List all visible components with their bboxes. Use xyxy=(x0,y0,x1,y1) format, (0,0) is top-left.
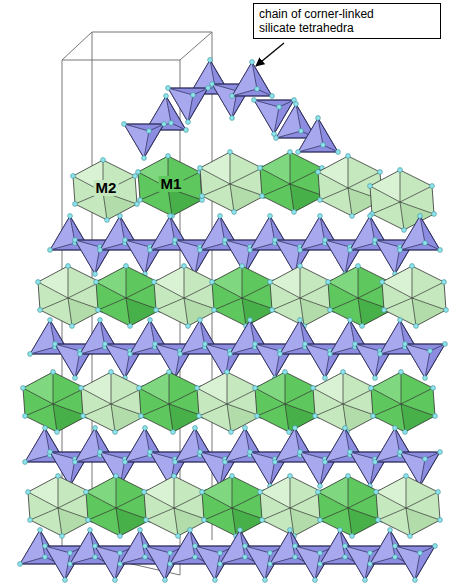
octahedron xyxy=(253,370,322,435)
octahedra-layer xyxy=(71,150,437,233)
silicate-tetrahedron xyxy=(403,342,448,381)
octahedron xyxy=(258,150,327,215)
silicate-tetrahedron xyxy=(398,214,443,253)
octahedron xyxy=(136,154,205,219)
tetrahedra-chain xyxy=(48,214,443,277)
octahedron xyxy=(316,474,385,539)
callout-text: chain of corner-linked silicate tetrahed… xyxy=(259,7,399,35)
octahedron xyxy=(374,474,443,539)
octahedron xyxy=(200,474,269,539)
site-label: M2 xyxy=(94,180,119,196)
octahedron xyxy=(142,474,211,539)
silicate-tetrahedron xyxy=(230,60,275,99)
octahedron xyxy=(71,158,140,223)
silicate-tetrahedron xyxy=(393,544,438,583)
octahedron xyxy=(26,474,95,539)
silicate-tetrahedron xyxy=(296,116,341,155)
tetrahedra-chain xyxy=(28,318,448,381)
octahedron xyxy=(368,168,437,233)
octahedra-layer xyxy=(21,370,438,435)
site-label: M1 xyxy=(159,176,184,192)
octahedron xyxy=(21,370,90,435)
octahedron xyxy=(79,370,148,435)
octahedron xyxy=(152,264,221,329)
octahedron xyxy=(369,370,438,435)
octahedron xyxy=(36,264,105,329)
octahedron xyxy=(380,264,449,329)
leader-arrow xyxy=(256,43,284,66)
tetrahedra-chain xyxy=(18,528,438,583)
octahedron xyxy=(195,370,264,435)
tetrahedra-chain xyxy=(122,58,341,161)
callout-box: chain of corner-linked silicate tetrahed… xyxy=(253,3,441,39)
octahedron xyxy=(198,150,267,215)
octahedron xyxy=(137,370,206,435)
octahedron xyxy=(311,370,380,435)
silicate-tetrahedron xyxy=(122,122,167,161)
octahedra-layer xyxy=(36,264,449,329)
octahedron xyxy=(210,264,279,329)
